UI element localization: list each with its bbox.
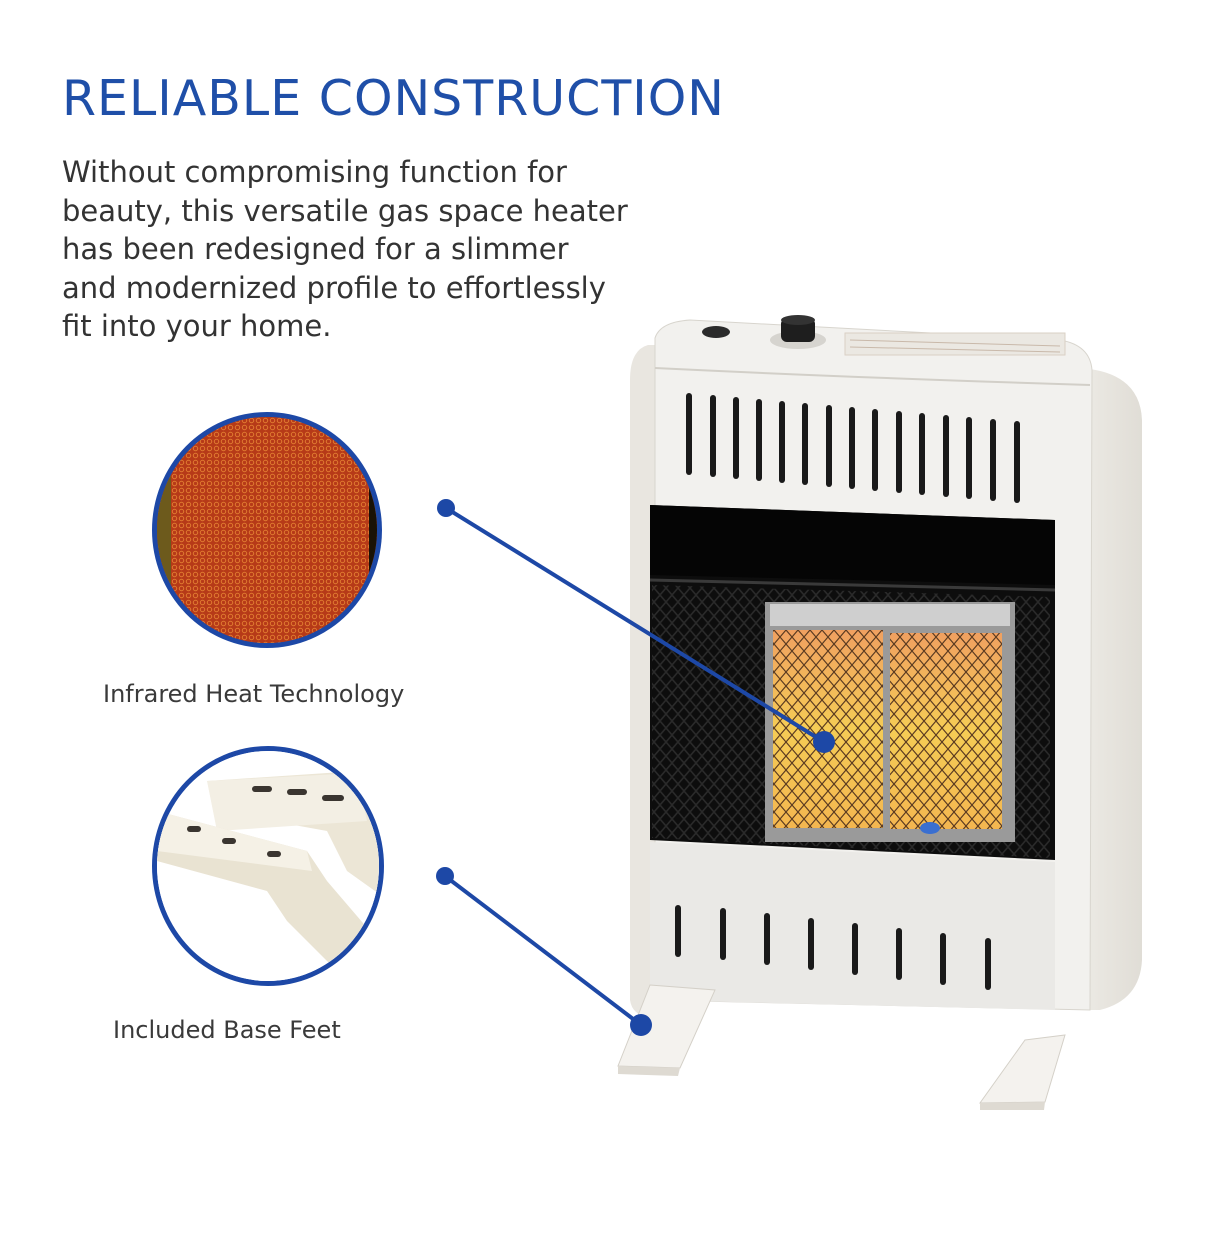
bottom-vents [675,905,991,990]
infrared-closeup-image [152,412,382,648]
connector-dot-icon [630,1014,652,1036]
connector-dot-icon [437,499,455,517]
top-vents [686,393,1020,503]
connector-dot-icon [813,731,835,753]
description-line: fit into your home. [62,309,332,343]
callout-label-infrared: Infrared Heat Technology [103,680,405,708]
description-line: has been redesigned for a slimmer [62,232,569,266]
description-line: Without compromising function for [62,155,567,189]
base-feet [617,984,1066,1110]
page-title: RELIABLE CONSTRUCTION [62,70,725,127]
base-feet-closeup-image [152,746,384,986]
description: Without compromising function for beauty… [62,153,662,346]
pilot-button [702,326,730,338]
description-line: beauty, this versatile gas space heater [62,193,628,228]
connector-dot-icon [436,867,454,885]
connector-infrared [437,499,835,753]
description-line: and modernized profile to effortlessly [62,270,606,305]
callout-label-base-feet: Included Base Feet [113,1016,341,1044]
connector-base-feet [436,867,652,1036]
